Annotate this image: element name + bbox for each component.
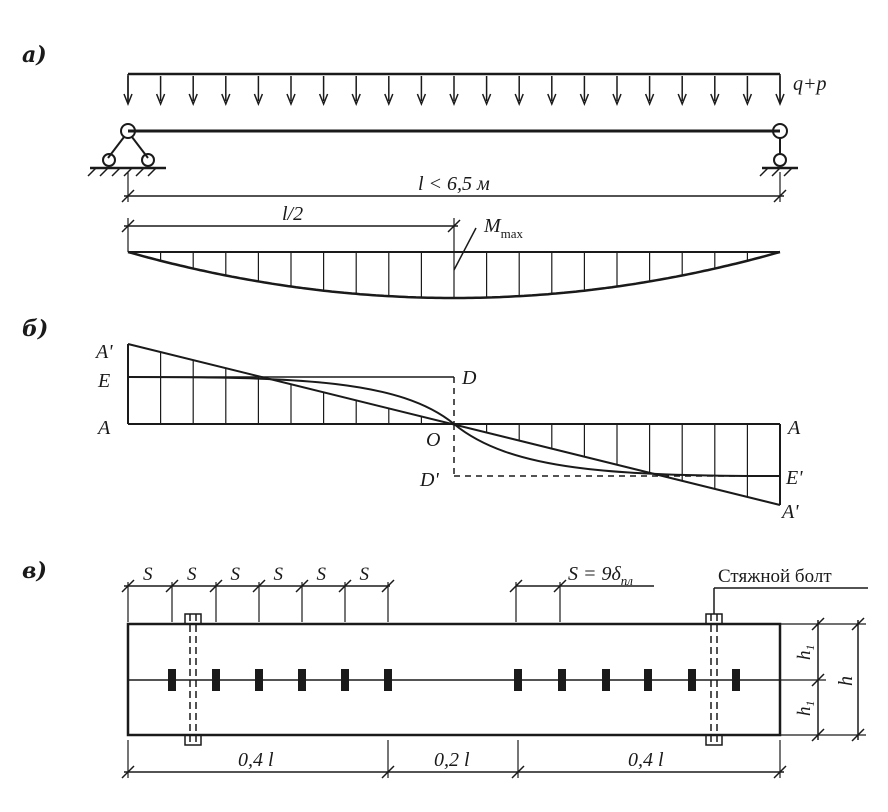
load-arrow-head bbox=[449, 93, 459, 107]
dowel bbox=[732, 669, 740, 691]
h1-lower-label: h1 bbox=[794, 701, 817, 717]
mmax-label: Mmax bbox=[483, 215, 524, 241]
spacing-formula: S = 9δпл bbox=[568, 563, 633, 588]
panel-label-v: в) bbox=[22, 558, 47, 584]
load-arrow-head bbox=[677, 93, 687, 107]
load-arrow-head bbox=[123, 93, 133, 107]
height-dimensions bbox=[780, 617, 866, 742]
label-d-prime: D' bbox=[419, 469, 439, 491]
panel-label-a: а) bbox=[22, 42, 47, 68]
dowel bbox=[602, 669, 610, 691]
load-arrow-head bbox=[351, 93, 361, 107]
spacing-label: S bbox=[187, 564, 197, 585]
load-arrow-head bbox=[644, 93, 655, 107]
panel-label-b: б) bbox=[22, 316, 48, 342]
dowel bbox=[255, 669, 263, 691]
spacing-tick-mark bbox=[295, 579, 309, 593]
load-arrow-head bbox=[286, 93, 296, 107]
moment-diagram bbox=[121, 218, 781, 300]
h1-upper-label: h1 bbox=[794, 645, 817, 661]
dowel bbox=[212, 669, 220, 691]
dowel bbox=[384, 669, 392, 691]
spacing-tick-mark bbox=[209, 579, 223, 593]
load-arrow-head bbox=[742, 93, 753, 107]
left-tie-bolt bbox=[184, 613, 202, 746]
load-arrow-head bbox=[318, 93, 329, 107]
spacing-label: S bbox=[274, 564, 284, 585]
segment-label-1: 0,4 l bbox=[238, 749, 274, 771]
load-arrow-head bbox=[775, 93, 785, 107]
spacing-label: S bbox=[143, 564, 153, 585]
span-dimension bbox=[121, 172, 787, 203]
segment-label-2: 0,2 l bbox=[434, 749, 470, 771]
load-arrow-head bbox=[612, 93, 622, 107]
dowel bbox=[644, 669, 652, 691]
right-roller-support bbox=[759, 123, 798, 177]
load-label: q+p bbox=[793, 73, 827, 95]
segment-dimensions bbox=[121, 740, 787, 779]
label-o: O bbox=[426, 429, 440, 451]
half-span-label: l/2 bbox=[282, 203, 303, 225]
label-a-prime-right: A' bbox=[780, 501, 799, 523]
dowel bbox=[298, 669, 306, 691]
dowel bbox=[558, 669, 566, 691]
label-d: D bbox=[461, 367, 477, 389]
segment-label-3: 0,4 l bbox=[628, 749, 664, 771]
load-arrow-head bbox=[221, 93, 231, 107]
load-arrow-head bbox=[514, 93, 524, 107]
left-pinned-support bbox=[87, 123, 166, 177]
load-arrow-head bbox=[155, 93, 166, 107]
h-label: h bbox=[835, 676, 857, 686]
span-label: l < 6,5 м bbox=[418, 173, 490, 195]
load-arrow-head bbox=[579, 93, 590, 107]
dowel bbox=[514, 669, 522, 691]
right-tie-bolt bbox=[705, 613, 723, 746]
load-arrow-head bbox=[547, 93, 557, 107]
spacing-tick-mark bbox=[381, 579, 395, 593]
spacing-label: S bbox=[360, 564, 370, 585]
composite-beam bbox=[126, 622, 782, 737]
spacing-label: S bbox=[231, 564, 241, 585]
load-arrow-head bbox=[710, 93, 720, 107]
bolt-label: Стяжной болт bbox=[718, 566, 832, 587]
shear-diagram bbox=[127, 343, 781, 506]
dowel bbox=[688, 669, 696, 691]
dowel bbox=[341, 669, 349, 691]
label-a-left: A bbox=[96, 417, 111, 439]
spacing-label: S bbox=[317, 564, 327, 585]
spacing-tick-mark bbox=[252, 579, 266, 593]
distributed-load bbox=[123, 72, 785, 107]
spacing-dimensions bbox=[121, 579, 654, 622]
label-e-prime: E' bbox=[785, 467, 803, 489]
load-arrow-head bbox=[384, 93, 394, 107]
load-arrow-head bbox=[253, 93, 264, 107]
load-arrow-head bbox=[416, 93, 427, 107]
dowel bbox=[168, 669, 176, 691]
spacing-tick-mark bbox=[121, 579, 135, 593]
label-a-right: A bbox=[786, 417, 801, 439]
spacing-tick-mark bbox=[338, 579, 352, 593]
label-a-prime-left: A' bbox=[94, 341, 113, 363]
spacing-tick-mark bbox=[165, 579, 179, 593]
load-arrow-head bbox=[481, 93, 492, 107]
load-arrow-head bbox=[188, 93, 198, 107]
label-e-left: E bbox=[97, 370, 110, 392]
